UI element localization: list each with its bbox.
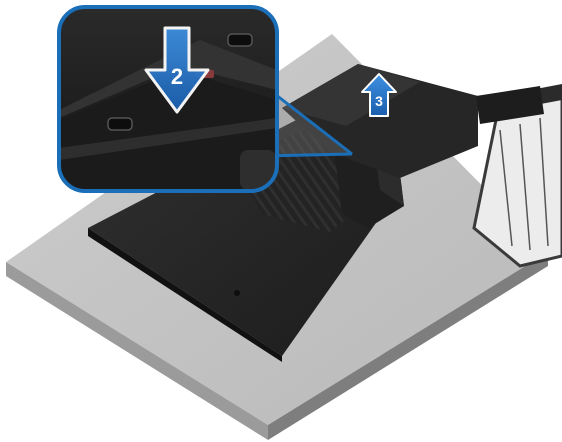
stand-base-screw [234, 290, 240, 296]
monitor [474, 84, 562, 266]
step-2-label: 2 [171, 64, 183, 89]
zoom-slot [108, 118, 132, 130]
zoom-slot [228, 34, 252, 46]
step-3-label: 3 [375, 93, 383, 109]
